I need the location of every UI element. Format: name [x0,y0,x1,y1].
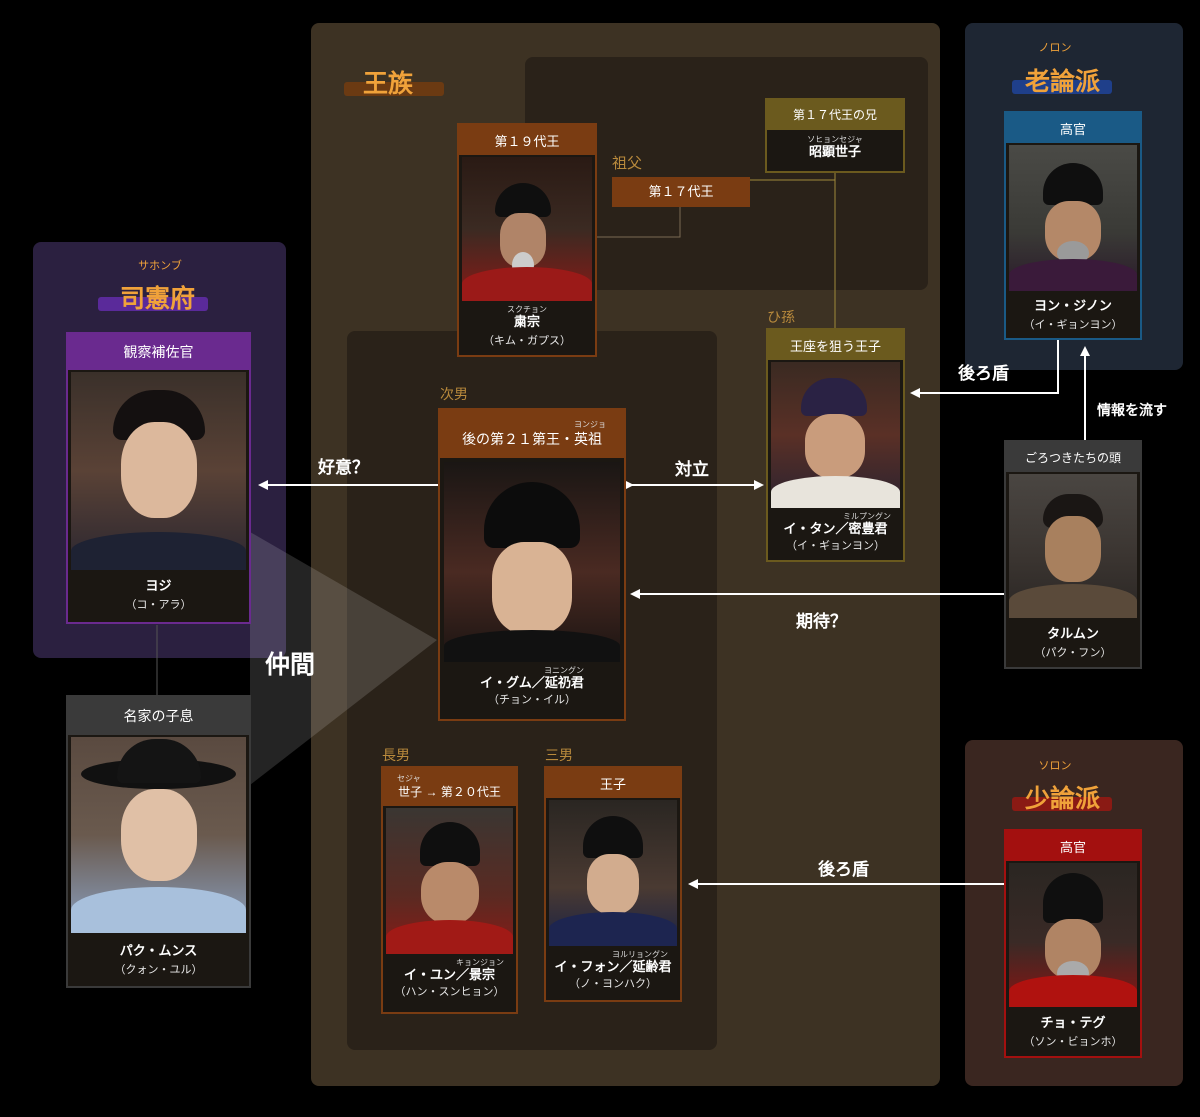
tan-card[interactable]: 王座を狙う王子 ミルプングン イ・タン／密豊君 （イ・ギョンヨン） [766,328,905,562]
eldest-son-portrait [386,808,513,954]
main-character-card[interactable]: ヨンジョ 後の第２１第王・英祖 ヨニングン イ・グム／延礽君 （チョン・イル） [438,408,626,721]
third-son-label: 三男 [545,747,573,763]
eldest-name: イ・ユン／景宗 [403,967,495,982]
noron-backer-arrow [910,340,1059,398]
noron-official-card[interactable]: 高官 ヨン・ジノン （イ・ギョンヨン） [1004,111,1142,340]
main-character-portrait [444,462,620,662]
royal-title-brush [344,82,444,96]
noron-backer-label: 後ろ盾 [958,364,1009,383]
noron-title: 老論派 [1024,68,1100,96]
noron-official-actor: （イ・ギョンヨン） [1023,319,1123,331]
third-actor: （ノ・ヨンハク） [569,978,657,990]
eldest-actor: （ハン・スンヒョン） [394,986,505,998]
brother-ruby: ソヒョンセジャ [807,135,863,144]
main-name-ruby: ヨニングン [544,666,584,675]
king19-portrait [462,157,592,301]
family-line-brother-to-17 [750,173,836,181]
saheonbu-officer-name: ヨジ [145,578,172,593]
brother-card: 第１７代王の兄 ソヒョンセジャ 昭顕世子 [765,98,905,173]
noble-son-actor: （クォン・ユル） [114,964,203,976]
royal-group-title: 王族 [363,70,414,98]
third-name: イ・フォン／延齢君 [554,959,672,974]
main-role-ruby: ヨンジョ [574,419,606,429]
eldest-role-header: セジャ 世子 → 第２０代王 [383,768,516,806]
info-label: 情報を流す [1097,402,1167,418]
grandfather-label: 祖父 [612,155,643,172]
soron-ruby: ソロン [1038,760,1072,772]
conflict-label: 対立 [675,460,709,479]
saheonbu-officer-card[interactable]: 観察補佐官 ヨジ （コ・アラ） [66,332,251,624]
noron-official-portrait [1009,145,1137,291]
eldest-son-label: 長男 [382,747,410,763]
noble-son-name: パク・ムンス [119,943,198,958]
saheonbu-title-brush [98,297,208,311]
noron-official-name: ヨン・ジノン [1034,298,1112,313]
brother-role: 第１７代王の兄 [767,100,903,130]
tan-name: イ・タン／密豊君 [783,521,888,536]
brother-name: 昭顕世子 [808,144,861,159]
soron-official-portrait [1009,863,1137,1007]
eldest-name-ruby: キョンジョン [456,958,504,967]
gangster-portrait [1009,474,1137,618]
saheonbu-officer-role: 観察補佐官 [68,334,249,370]
soron-official-role: 高官 [1006,831,1140,861]
eldest-son-card[interactable]: セジャ 世子 → 第２０代王 キョンジョン イ・ユン／景宗 （ハン・スンヒョン） [381,766,518,1014]
saheonbu-officer-portrait [71,372,246,570]
noble-son-card[interactable]: 名家の子息 パク・ムンス （クォン・ユル） [66,695,251,988]
saheonbu-ruby: サホンブ [138,260,182,272]
king19-ruby: スクチョン [507,305,547,314]
affection-label: 好意？ [318,458,369,477]
gangster-role: ごろつきたちの頭 [1006,442,1140,472]
king19-actor: （キム・ガプス） [483,335,571,347]
tan-name-ruby: ミルプングン [843,512,891,521]
noron-title-brush [1012,80,1112,94]
noble-son-portrait [71,737,246,933]
second-son-label: 次男 [440,386,468,402]
saheonbu-officer-actor: （コ・アラ） [125,599,192,611]
expectation-label: 期待？ [796,612,847,631]
soron-official-name: チョ・テグ [1040,1015,1106,1030]
king17-box: 第１７代王 [612,177,750,207]
noron-ruby: ノロン [1038,42,1072,54]
soron-backer-label: 後ろ盾 [818,860,869,879]
gangster-card[interactable]: ごろつきたちの頭 タルムン （パク・フン） [1004,440,1142,669]
gangster-actor: （パク・フン） [1034,647,1112,659]
noron-official-role: 高官 [1006,113,1140,143]
king19-name: 粛宗 [513,314,540,329]
main-role-header: ヨンジョ 後の第２１第王・英祖 [440,410,624,458]
family-line-17-to-19 [597,207,681,238]
third-name-ruby: ヨルリョングン [612,950,668,959]
eldest-role: 世子 → 第２０代王 [398,785,501,799]
gangster-name: タルムン [1047,626,1099,641]
main-name: イ・グム／延礽君 [480,675,584,690]
third-son-card[interactable]: 王子 ヨルリョングン イ・フォン／延齢君 （ノ・ヨンハク） [544,766,682,1002]
soron-official-card[interactable]: 高官 チョ・テグ （ソン・ビョンホ） [1004,829,1142,1058]
third-role: 王子 [546,768,680,798]
soron-title: 少論派 [1024,785,1100,813]
saheonbu-title: 司憲府 [119,285,195,313]
noble-son-role: 名家の子息 [68,697,249,735]
great-grandson-label: ひ孫 [767,309,795,325]
soron-official-actor: （ソン・ビョンホ） [1023,1036,1123,1048]
companions-wedge [250,532,437,785]
soron-title-brush [1012,797,1112,811]
companions-label: 仲間 [265,651,316,679]
king19-role: 第１９代王 [459,125,595,155]
tan-actor: （イ・ギョンヨン） [786,540,885,552]
third-son-portrait [549,800,677,946]
main-role: 後の第２１第王・英祖 [462,430,602,447]
tan-portrait [771,362,900,508]
eldest-role-ruby: セジャ [397,774,421,783]
king19-card[interactable]: 第１９代王 スクチョン 粛宗 （キム・ガプス） [457,123,597,357]
main-actor: （チョン・イル） [488,694,576,706]
tan-role: 王座を狙う王子 [768,330,903,360]
